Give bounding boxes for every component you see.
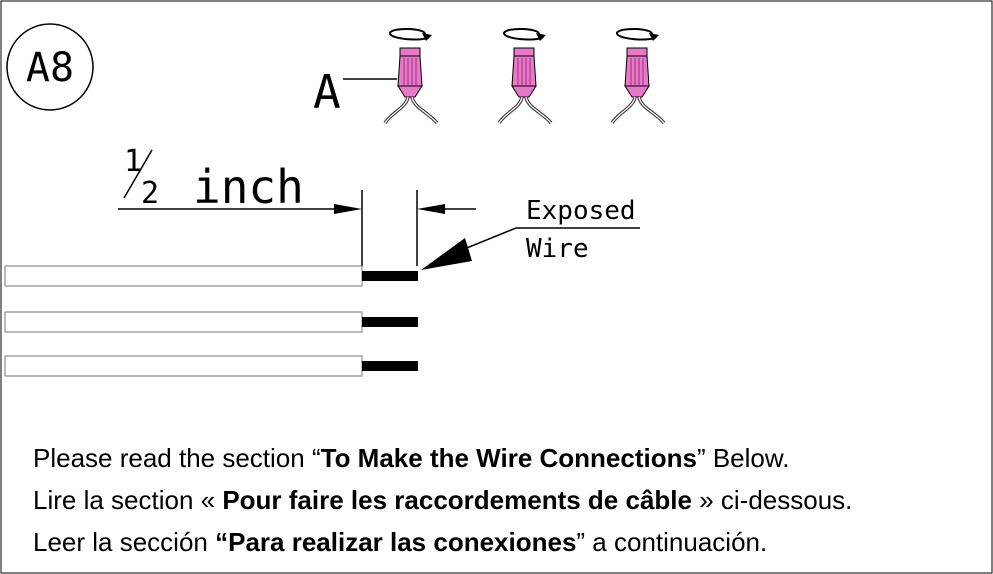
instruction-english-pre: Please read the section “ [33,443,321,473]
wire-nut-skirt [624,85,650,98]
wire-exposed-tip [362,271,418,281]
wire-group [4,265,418,377]
wire-nut-group [383,28,666,125]
wire-nut-3 [610,28,666,125]
wire-insulation [4,355,363,377]
wire-nut-body [397,55,423,87]
instruction-french-pre: Lire la section « [33,485,223,515]
wire-3 [4,355,418,377]
instruction-french-bold: Pour faire les raccordements de câble [222,485,692,515]
instruction-english-post: ” Below. [696,443,790,473]
step-badge-label: A8 [26,45,74,91]
instruction-french-post: » ci-dessous. [691,485,853,515]
wire-nut-skirt [397,85,423,98]
instruction-french: Lire la section « Pour faire les raccord… [33,487,852,513]
wire-nut-skirt [511,85,537,98]
exposed-wire-label-line2: Wire [526,234,589,264]
rotation-arrow-icon [502,28,544,41]
wire-nut-cap [626,47,648,57]
instruction-spanish-bold: “Para realizar las conexiones [215,527,577,557]
step-badge: A8 [6,23,94,111]
dimension-arrow-right [417,204,445,214]
instruction-spanish: Leer la sección “Para realizar las conex… [33,529,767,555]
fraction-numerator: 1 [124,144,142,179]
wire-lead-left-core [611,96,636,124]
connector-callout-letter: A [313,65,341,119]
exposed-wire-arrowhead [421,238,472,270]
rotation-arrowhead-icon [649,33,659,41]
wire-2 [4,311,418,333]
wire-nut-body [511,55,537,87]
wire-insulation [4,265,363,287]
wire-nut-body [624,55,650,87]
fraction-denominator: 2 [141,176,159,211]
rotation-arrowhead-icon [422,33,432,41]
step-badge-circle [6,23,94,111]
wire-lead-left-core [498,96,523,124]
wire-lead-left-core [384,96,409,124]
dimension-arrow-left [334,204,362,214]
wire-1 [4,265,418,287]
strip-length-dimension: 1 2 inch [118,144,476,266]
wire-lead-right-core [638,96,665,124]
exposed-wire-callout: Exposed Wire [421,196,640,270]
instruction-english: Please read the section “To Make the Wir… [33,445,789,471]
rotation-arrow-icon [388,28,430,41]
wire-nut-2 [497,28,553,125]
wire-nut-cap [513,47,535,57]
instruction-spanish-post: ” a continuación. [576,527,768,557]
wire-nut-cap [399,47,421,57]
wire-exposed-tip [362,317,418,327]
rotation-arrow-icon [615,28,657,41]
wire-lead-right-core [411,96,438,124]
fraction-slash [123,149,153,199]
wire-exposed-tip [362,361,418,371]
instruction-spanish-pre: Leer la sección [33,527,216,557]
instruction-english-bold: To Make the Wire Connections [320,443,697,473]
exposed-wire-label-line1: Exposed [526,196,636,226]
wire-insulation [4,311,363,333]
rotation-arrowhead-icon [536,33,546,41]
wire-lead-right-core [525,96,552,124]
wire-nut-1 [383,28,439,125]
strip-length-unit: inch [193,160,304,214]
